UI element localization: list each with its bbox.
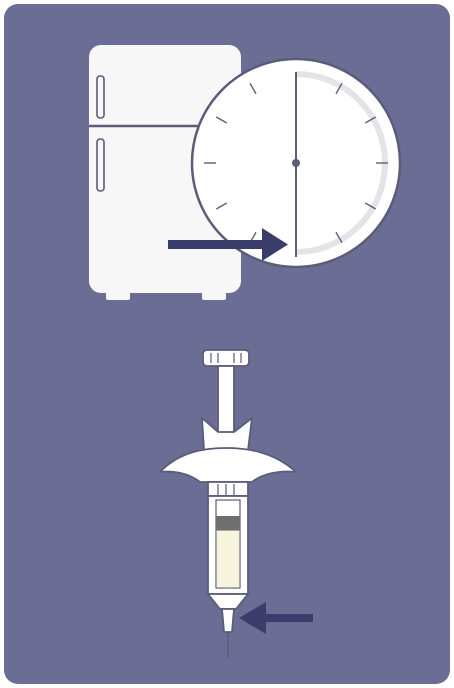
timer-clock-icon	[192, 59, 400, 267]
syringe-liquid-level	[216, 530, 240, 588]
instruction-panel	[4, 4, 450, 684]
instruction-illustration	[4, 4, 450, 684]
